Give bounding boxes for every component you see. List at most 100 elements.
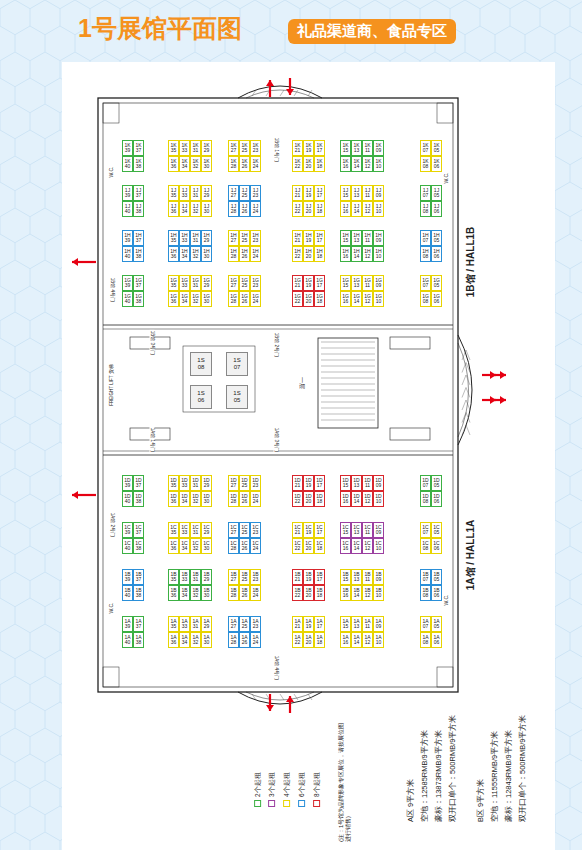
booth-box: 1B 18 xyxy=(314,585,325,601)
booth-code: 1K 28 xyxy=(229,159,238,170)
door-symbol xyxy=(294,694,298,700)
booth-code: 1G 25 xyxy=(240,278,249,289)
booth-code: 1B 16 xyxy=(341,588,350,599)
arrow-head xyxy=(72,491,78,499)
booth-code: 1H 15 xyxy=(341,233,350,244)
booth-box: 1K 32 xyxy=(190,156,201,172)
booth-box: 1A 32 xyxy=(190,632,201,648)
booth-code: 1A 12 xyxy=(363,635,372,646)
booth-box: 1C 25 xyxy=(239,522,250,538)
booth-box: 1A 28 xyxy=(228,632,239,648)
booth-box: 1J 18 xyxy=(314,201,325,217)
price-text: 豪标：12843RMB/9平方米 xyxy=(504,730,513,822)
door-symbol xyxy=(462,413,470,423)
booth-code: 1B 32 xyxy=(191,588,200,599)
walls xyxy=(98,86,472,704)
booth-code: 1K 20 xyxy=(304,159,313,170)
legend-swatch xyxy=(254,800,261,807)
booth-code: 1K 05 xyxy=(432,143,441,154)
booth-box: 1H 06 xyxy=(431,246,442,262)
booth-code: 1D 26 xyxy=(240,494,249,505)
stair-step xyxy=(321,348,375,349)
booth-box: 1B 38 xyxy=(133,585,144,601)
booth-code: 1B 10 xyxy=(374,588,383,599)
booth-code: 1J 09 xyxy=(374,188,383,199)
booth-box: 1B 34 xyxy=(179,585,190,601)
booth-box: 1G 20 xyxy=(303,291,314,307)
booth-code: 1G 19 xyxy=(304,278,313,289)
map-label: W.C. xyxy=(444,172,450,185)
booth-box: 1A 12 xyxy=(362,632,373,648)
booth-box: 1B 06 xyxy=(431,585,442,601)
booth-code: 1J 29 xyxy=(202,188,211,199)
booth-box: 1B 39 xyxy=(122,569,133,585)
booth-code: 1K 36 xyxy=(169,159,178,170)
booth-code: 1G 17 xyxy=(315,278,324,289)
booth-code: 1C 32 xyxy=(191,541,200,552)
booth-code: 1K 11 xyxy=(363,143,372,154)
booth-code: 1J 14 xyxy=(352,204,361,215)
booth-box: 1J 21 xyxy=(292,185,303,201)
booth-code: 1J 15 xyxy=(341,188,350,199)
booth-code: 1K 16 xyxy=(341,159,350,170)
booth-code: 1K 06 xyxy=(432,159,441,170)
booth-code: 1A 18 xyxy=(315,635,324,646)
booth-box: 1C 08 xyxy=(420,538,431,554)
booth-code: 1H 31 xyxy=(191,233,200,244)
booth-box: 1A 27 xyxy=(228,616,239,632)
booth-code: 1H 24 xyxy=(251,249,260,260)
booth-box: 1A 06 xyxy=(431,632,442,648)
booth-box: 1D 06 xyxy=(431,491,442,507)
booth-code: 1H 32 xyxy=(191,249,200,260)
booth-box: 1D 40 xyxy=(122,491,133,507)
booth-code: 1C 24 xyxy=(251,541,260,552)
booth-code: 1H 25 xyxy=(240,233,249,244)
booth-box: 1B 29 xyxy=(201,569,212,585)
booth-box: 1J 14 xyxy=(351,201,362,217)
booth-code: 1H 22 xyxy=(293,249,302,260)
booth-code: 1J 18 xyxy=(315,204,324,215)
booth-code: 1C 40 xyxy=(123,541,132,552)
price-text: 豪标：13873RMB/9平方米 xyxy=(434,730,443,822)
booth-code: 1A 40 xyxy=(123,635,132,646)
booth-box: 1A 15 xyxy=(340,616,351,632)
booth-box: 1G 30 xyxy=(201,291,212,307)
arrow-head xyxy=(286,89,294,95)
booth-box: 1A 37 xyxy=(133,616,144,632)
map-label: 1B馆 3号门 xyxy=(150,330,155,356)
booth-box: 1G 08 xyxy=(420,291,431,307)
stair-step xyxy=(321,378,375,379)
booth-box: 1K 40 xyxy=(122,156,133,172)
booth-box: 1J 29 xyxy=(201,185,212,201)
booth-box: 1J 40 xyxy=(122,201,133,217)
booth-box: 1K 09 xyxy=(373,140,384,156)
stair-step xyxy=(321,354,375,355)
booth-code: 1C 38 xyxy=(134,541,143,552)
legend-swatch xyxy=(283,800,290,807)
booth-box: 1G 40 xyxy=(122,291,133,307)
arrow-head xyxy=(72,258,78,266)
booth-box: 1C 11 xyxy=(362,522,373,538)
door-symbol xyxy=(462,388,470,398)
booth-code: 1B 07 xyxy=(421,572,430,583)
booth-box: 1G 09 xyxy=(373,275,384,291)
booth-code: 1B 39 xyxy=(123,572,132,583)
door-symbol xyxy=(462,375,470,385)
booth-box: 1G 12 xyxy=(362,291,373,307)
booth-code: 1C 39 xyxy=(123,525,132,536)
booth-code: 1C 30 xyxy=(202,541,211,552)
booth-code: 1J 30 xyxy=(202,204,211,215)
booth-code: 1K 19 xyxy=(304,143,313,154)
booth-code: 1D 29 xyxy=(202,478,211,489)
booth-code: 1K 32 xyxy=(191,159,200,170)
booth-box: 1A 33 xyxy=(179,616,190,632)
booth-box: 1B 15 xyxy=(340,569,351,585)
booth-code: 1G 40 xyxy=(123,294,132,305)
booth-code: 1C 16 xyxy=(341,541,350,552)
booth-box: 1G 32 xyxy=(190,291,201,307)
booth-code: 1D 15 xyxy=(341,478,350,489)
booth-code: 1C 15 xyxy=(341,525,350,536)
booth-code: 1D 08 xyxy=(421,494,430,505)
door-symbol xyxy=(294,90,298,96)
booth-code: 1G 09 xyxy=(374,278,383,289)
